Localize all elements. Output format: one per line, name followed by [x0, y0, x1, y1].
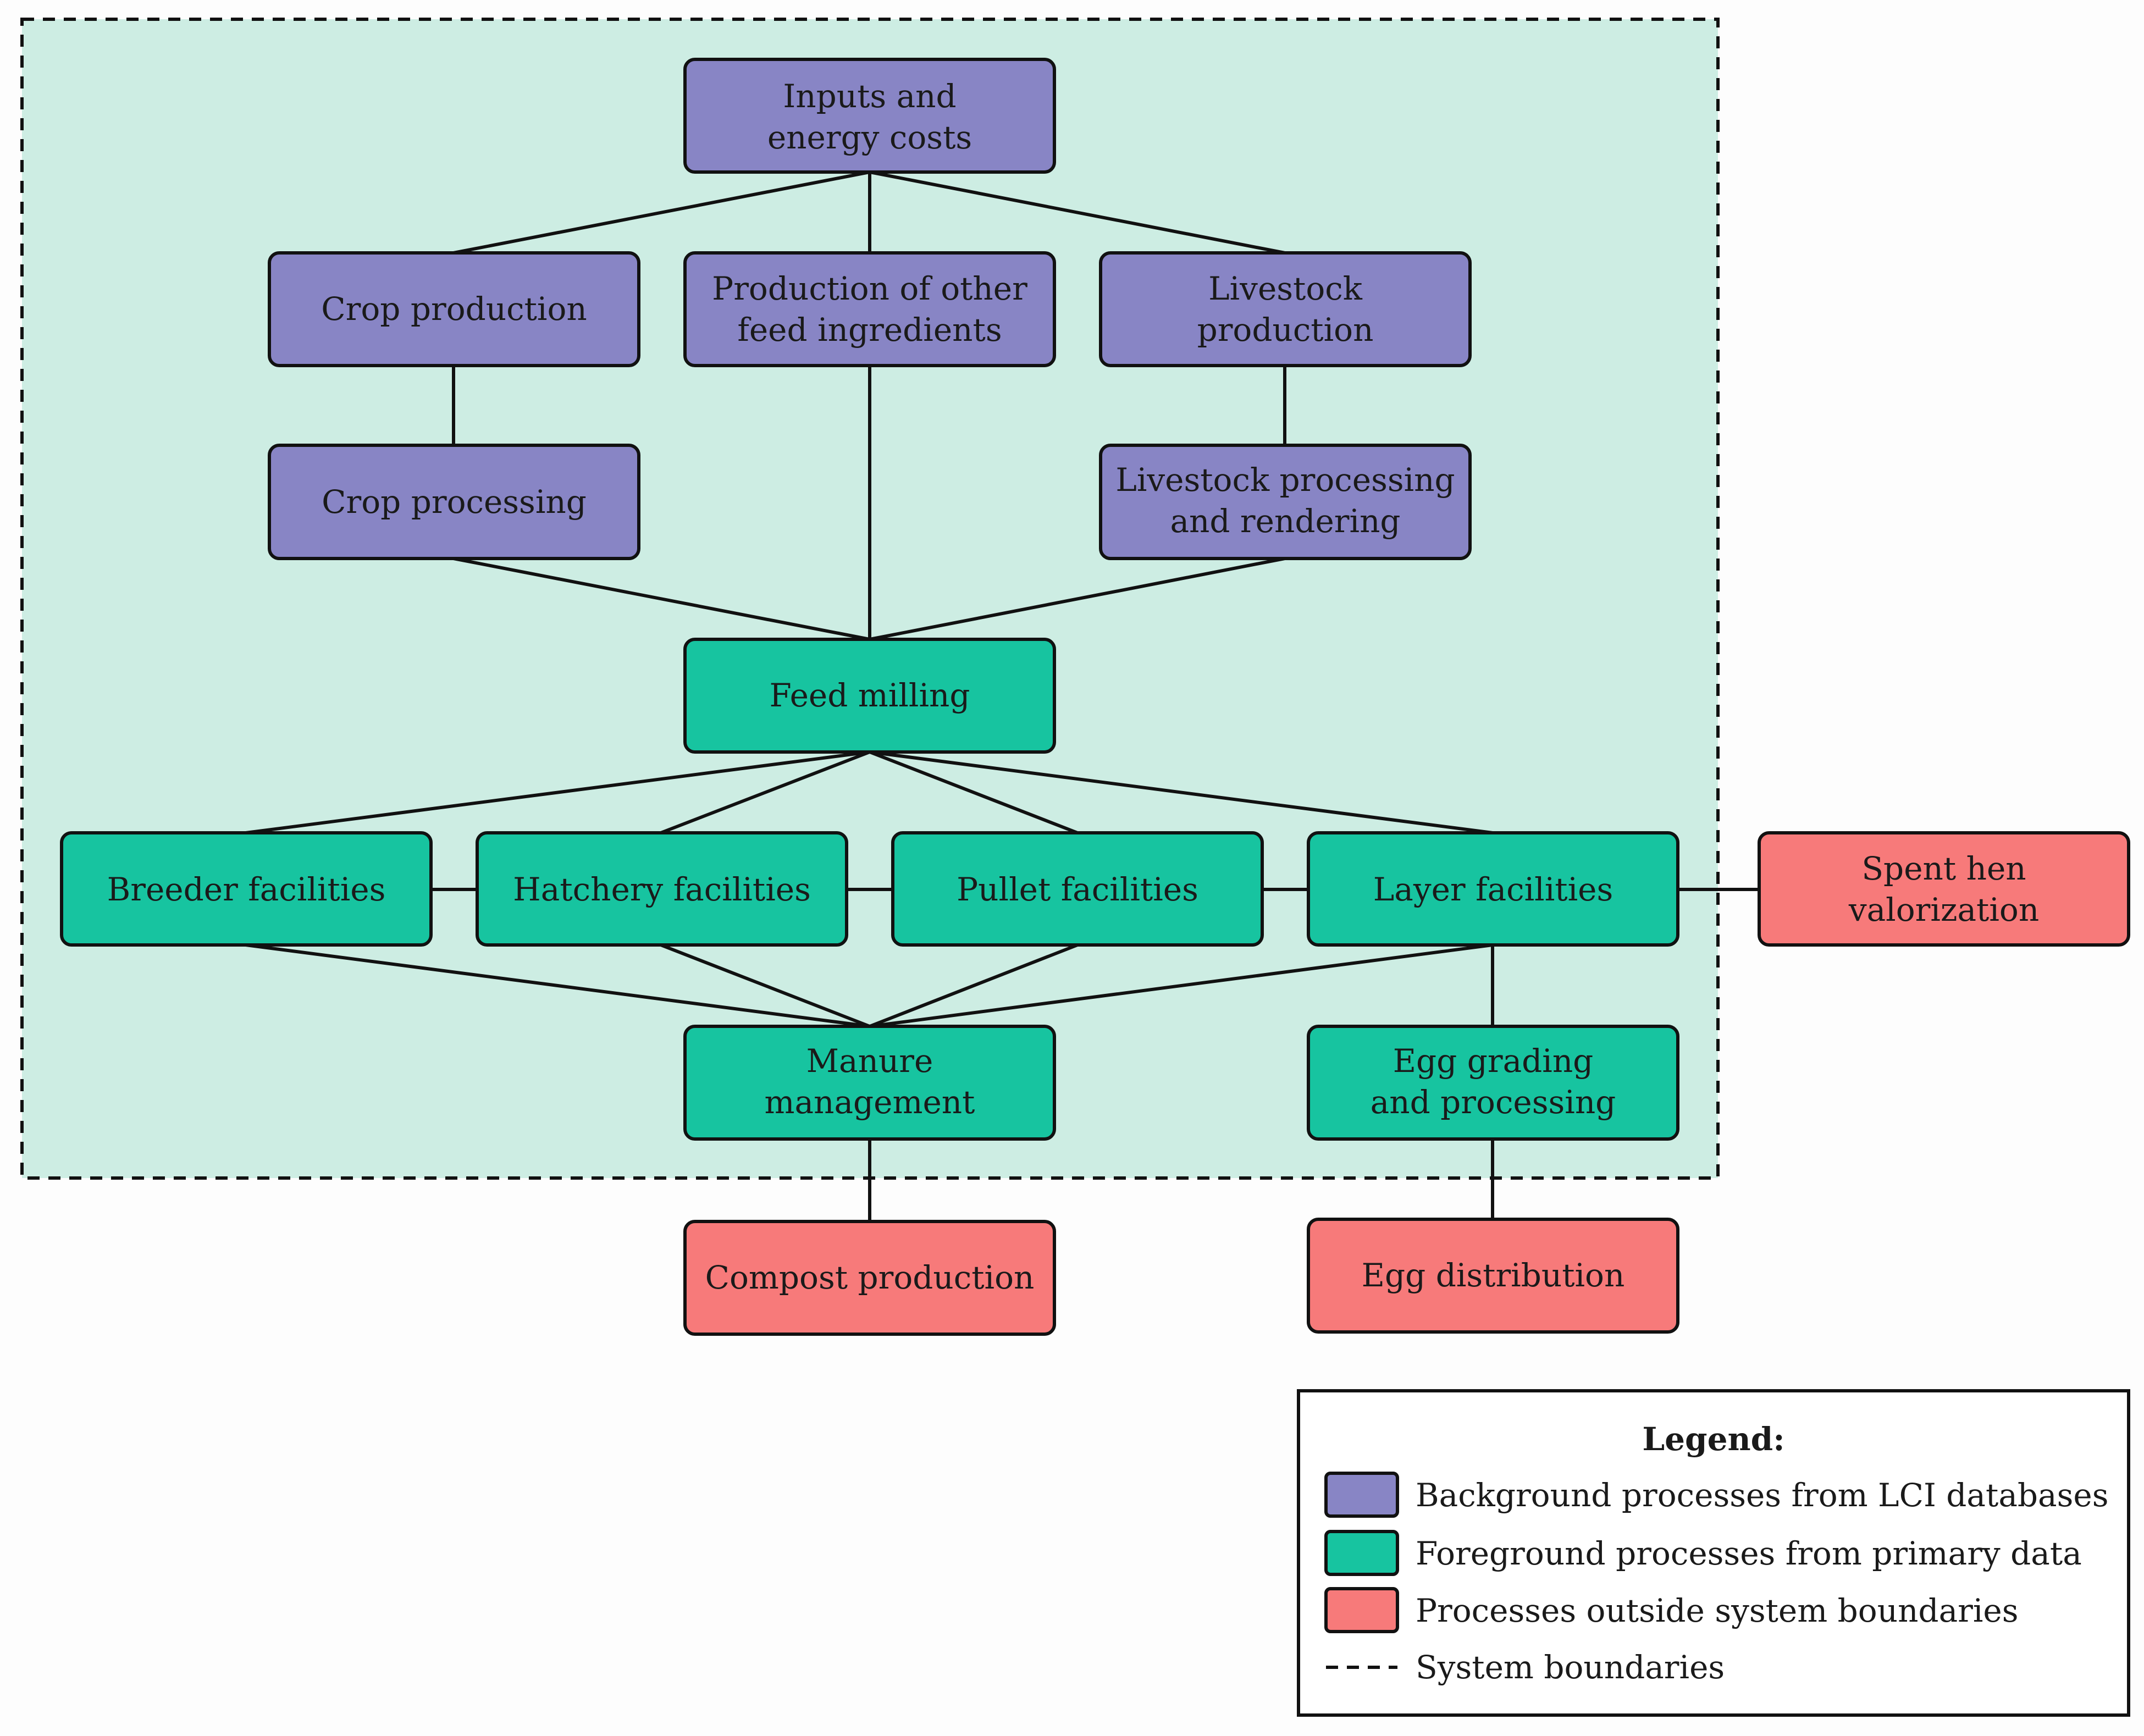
node-egg-distribution-label: Egg distribution: [1362, 1257, 1625, 1294]
edge-feed-milling-breeder: [245, 750, 870, 834]
node-compost: Compost production: [683, 1220, 1056, 1336]
connector-lines: [245, 170, 1759, 1221]
legend-label-background: Background processes from LCI databases: [1416, 1477, 2108, 1514]
legend: Legend: Background processes from LCI da…: [1297, 1389, 2130, 1717]
node-layer-box: [1307, 831, 1679, 947]
node-crop-production: Crop production: [268, 251, 640, 367]
legend-title: Legend:: [1642, 1420, 1784, 1458]
node-layer-label: Layer facilities: [1373, 871, 1613, 908]
edge-livestock-processing-feed-milling: [869, 557, 1285, 641]
node-livestock-production-box: [1099, 251, 1472, 367]
node-hatchery: Hatchery facilities: [476, 831, 848, 947]
node-crop-production-box: [268, 251, 640, 367]
node-hatchery-label: Hatchery facilities: [513, 871, 811, 908]
node-pullet-label: Pullet facilities: [957, 871, 1198, 908]
edge-hatchery-manure: [660, 943, 871, 1028]
node-crop-processing: Crop processing: [268, 444, 640, 560]
legend-frame: [1297, 1389, 2130, 1717]
node-feed-milling-label: Feed milling: [770, 677, 970, 714]
node-pullet: Pullet facilities: [891, 831, 1264, 947]
node-egg-grading-box: [1307, 1025, 1679, 1141]
node-inputs-box: [683, 58, 1056, 174]
edge-crop-processing-feed-milling: [453, 557, 870, 641]
edge-feed-milling-hatchery: [660, 750, 871, 834]
edge-inputs-crop-production: [453, 170, 870, 255]
node-layer: Layer facilities: [1307, 831, 1679, 947]
edge-inputs-livestock-production: [869, 170, 1285, 255]
node-crop-production-label: Crop production: [321, 290, 587, 328]
node-hatchery-box: [476, 831, 848, 947]
edge-feed-milling-pullet: [869, 750, 1079, 834]
edge-breeder-manure: [245, 943, 870, 1028]
node-crop-processing-label: Crop processing: [322, 483, 587, 521]
legend-swatch-background: [1324, 1472, 1399, 1518]
node-other-feed-box: [683, 251, 1056, 367]
node-compost-label: Compost production: [705, 1259, 1035, 1296]
node-breeder-label: Breeder facilities: [107, 871, 386, 908]
node-manure-box: [683, 1025, 1056, 1141]
node-breeder-box: [60, 831, 433, 947]
legend-label-foreground: Foreground processes from primary data: [1416, 1535, 2082, 1572]
node-compost-box: [683, 1220, 1056, 1336]
node-egg-distribution: Egg distribution: [1307, 1218, 1679, 1334]
node-feed-milling: Feed milling: [683, 638, 1056, 754]
edge-layer-manure: [869, 943, 1493, 1028]
edge-pullet-manure: [869, 943, 1079, 1028]
node-livestock-processing-box: [1099, 444, 1472, 560]
edge-feed-milling-layer: [869, 750, 1493, 834]
legend-label-boundary: System boundaries: [1416, 1649, 1725, 1686]
node-pullet-box: [891, 831, 1264, 947]
legend-swatch-outside: [1324, 1587, 1399, 1633]
node-crop-processing-box: [268, 444, 640, 560]
node-feed-milling-box: [683, 638, 1056, 754]
legend-swatch-foreground: [1324, 1530, 1399, 1576]
node-egg-distribution-box: [1307, 1218, 1679, 1334]
node-breeder: Breeder facilities: [60, 831, 433, 947]
node-spent-hen-box: [1758, 831, 2130, 947]
legend-label-outside: Processes outside system boundaries: [1416, 1592, 2019, 1629]
